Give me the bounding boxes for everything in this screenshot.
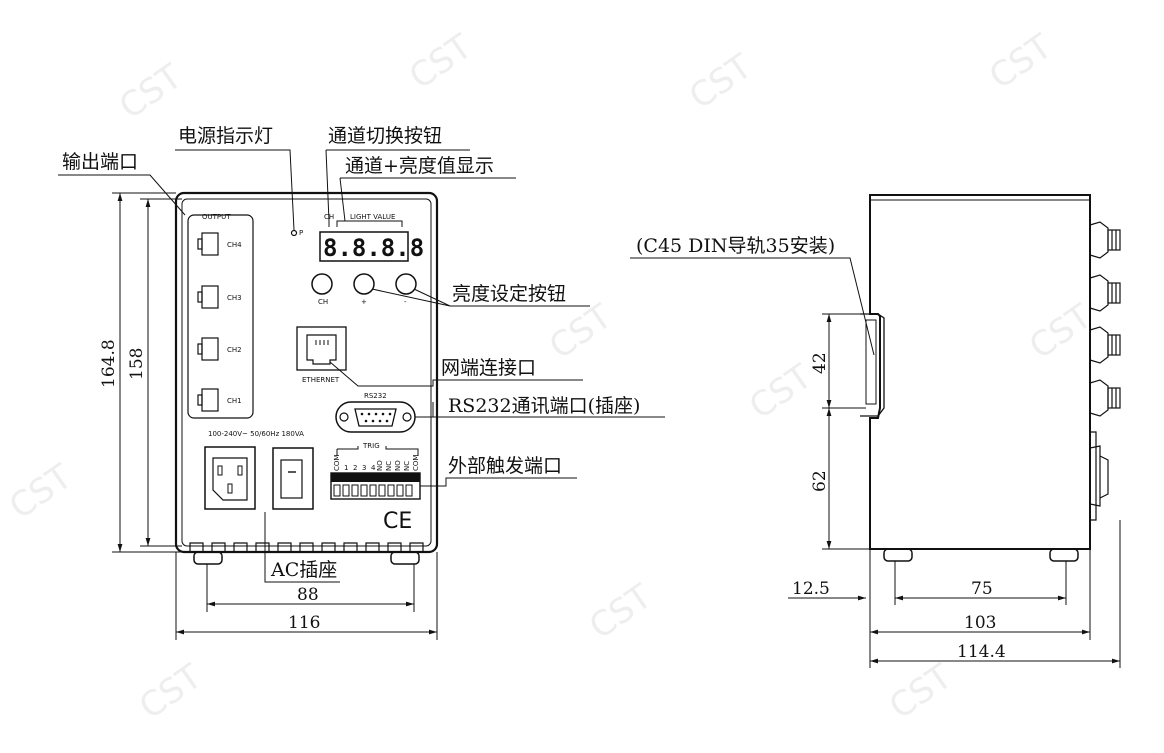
callout-din-rail: (C45 DIN导轨35安装) — [636, 235, 835, 257]
ac-socket[interactable] — [204, 446, 256, 510]
bottom-vents — [189, 542, 424, 552]
callout-brightness-buttons: 亮度设定按钮 — [452, 283, 566, 305]
output-title: OUTPUT — [202, 213, 231, 221]
watermark-text: CST — [402, 27, 479, 98]
light-value-label: LIGHT VALUE — [350, 213, 395, 221]
dim-side-total-depth: 114.4 — [957, 642, 1006, 662]
front-left-foot — [193, 551, 223, 565]
plus-button[interactable] — [353, 273, 375, 295]
side-right-foot — [1049, 548, 1079, 562]
rs232-label: RS232 — [364, 392, 387, 400]
trig-pin-label: NC — [385, 461, 393, 471]
display-digits: 8.8.8.8 — [323, 234, 424, 262]
front-body-outline — [174, 191, 439, 554]
ethernet-label: ETHERNET — [302, 376, 340, 384]
watermark-text: CST — [682, 47, 759, 118]
ch4-connector — [201, 232, 219, 256]
display-label-bracket — [328, 220, 403, 227]
side-connectors — [1089, 221, 1121, 521]
led-display — [319, 231, 409, 262]
trig-pin-label: COM — [333, 455, 341, 471]
trig-pin-label: 4 — [371, 464, 376, 472]
callout-network-port: 网端连接口 — [441, 357, 536, 379]
trig-bracket — [336, 446, 419, 456]
dim-side-rail-upper: 42 — [810, 352, 830, 374]
callout-output-port: 输出端口 — [62, 151, 138, 173]
dim-side-rail-lower: 62 — [810, 470, 830, 492]
minus-button[interactable] — [395, 273, 417, 295]
dim-front-height-outer: 164.8 — [99, 339, 119, 388]
trig-pin-label: 2 — [353, 464, 357, 472]
callout-rs232-port: RS232通讯端口(插座) — [448, 395, 640, 417]
dim-side-feet-span: 75 — [971, 579, 993, 599]
ch-button[interactable] — [311, 273, 333, 295]
power-switch[interactable] — [272, 447, 314, 510]
watermark-text: CST — [982, 27, 1059, 98]
watermark-text: CST — [882, 657, 959, 728]
power-led-icon — [290, 229, 298, 237]
side-dimension-lines — [788, 313, 1121, 668]
trig-pin-labels: COM 1 2 3 4 NO NC NO NC COM — [333, 455, 420, 472]
channel-label-ch1: CH1 — [227, 397, 242, 405]
callout-ac-socket: AC插座 — [270, 559, 337, 581]
output-connectors — [197, 232, 219, 412]
channel-label-ch4: CH4 — [227, 241, 242, 249]
ch3-connector — [201, 285, 219, 309]
watermark-text: CST — [582, 577, 659, 648]
dim-side-body-depth: 103 — [964, 613, 996, 633]
trig-pin-label: NO — [376, 460, 384, 471]
side-body-outline — [869, 194, 1091, 550]
front-dimension-lines — [112, 192, 438, 640]
trig-pin-label: NC — [403, 461, 411, 471]
dim-front-width-inner: 88 — [297, 585, 319, 605]
dim-front-height-inner: 158 — [127, 348, 147, 380]
ch2-connector — [201, 337, 219, 361]
output-group-box — [187, 214, 254, 419]
watermark-text: CST — [132, 657, 209, 728]
channel-label-ch2: CH2 — [227, 346, 242, 354]
ce-mark: CE — [383, 509, 412, 534]
trig-title: TRIG — [362, 442, 380, 450]
watermark-text: CST — [2, 457, 79, 528]
dim-side-offset: 12.5 — [792, 579, 830, 599]
callout-leaders — [58, 149, 665, 583]
ethernet-port[interactable] — [296, 326, 347, 371]
channel-label-ch3: CH3 — [227, 294, 242, 302]
watermark-text: CST — [542, 297, 619, 368]
power-spec: 100-240V~ 50/60Hz 180VA — [208, 430, 304, 438]
side-view — [860, 194, 1121, 562]
ch1-connector — [201, 388, 219, 412]
watermark-text: CST — [112, 57, 189, 128]
din-rail-clip — [860, 313, 885, 417]
watermark-layer: CST CST CST CST CST CST CST CST CST CST … — [2, 27, 1099, 728]
front-panel-text: OUTPUT CH4 CH3 CH2 CH1 P CH LIGHT VALUE … — [202, 213, 424, 534]
trig-pin-label: 1 — [344, 464, 348, 472]
callout-power-indicator: 电源指示灯 — [178, 125, 273, 147]
side-left-foot — [883, 548, 913, 562]
callout-channel-switch: 通道切换按钮 — [328, 125, 442, 147]
trig-pin-label: 3 — [362, 464, 366, 472]
front-body-inner-outline — [181, 198, 432, 547]
side-callout-leader — [630, 257, 875, 356]
plus-button-label: + — [361, 298, 367, 306]
power-led-label: P — [299, 229, 303, 237]
callout-trigger-port: 外部触发端口 — [448, 455, 562, 477]
front-view — [174, 191, 439, 565]
callout-channel-display: 通道+亮度值显示 — [345, 155, 494, 177]
front-right-foot — [390, 551, 420, 565]
ch-button-label: CH — [318, 298, 328, 306]
watermark-text: CST — [742, 357, 819, 428]
watermark-text: CST — [1022, 297, 1099, 368]
minus-button-label: - — [404, 298, 407, 306]
trig-pin-label: COM — [412, 455, 420, 471]
dim-front-width-outer: 116 — [288, 613, 320, 633]
trig-pin-label: NO — [394, 460, 402, 471]
